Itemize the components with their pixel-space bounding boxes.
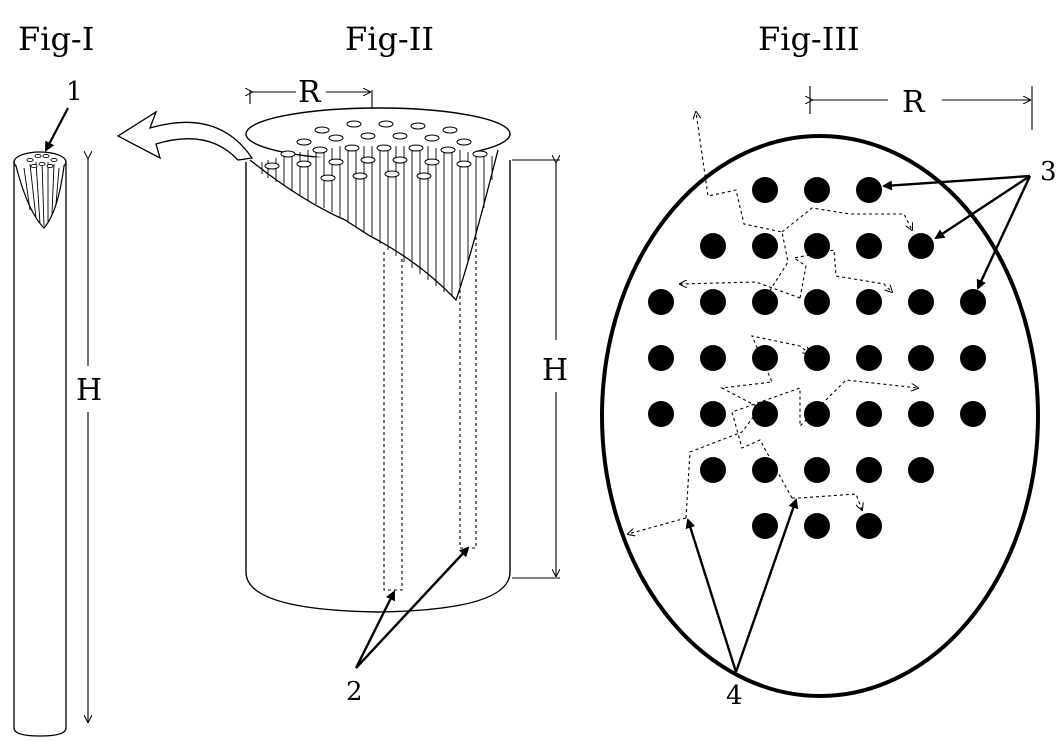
fig2-title: Fig-II — [345, 20, 434, 58]
fig1-height-label: H — [76, 373, 102, 408]
fig3-diffusion-paths — [628, 112, 918, 534]
fig2-fiber-ends — [264, 120, 488, 182]
fig3-fiber-dots — [648, 177, 986, 539]
fig1-callout-arrow — [45, 107, 69, 152]
fig3-cross-section-circle — [600, 134, 1040, 698]
fig3-callout-paths-arrow-a — [685, 518, 738, 673]
fig1-rod-body — [13, 162, 67, 737]
fig1-title: Fig-I — [18, 20, 94, 58]
fig2-callout-label: 2 — [346, 677, 363, 707]
fig2-callout-arrow-a — [354, 590, 396, 669]
fig3-callout-fibers-arrow-a — [882, 174, 1031, 191]
fig1-group: Fig-I 1 H — [13, 20, 102, 737]
fig3-title: Fig-III — [758, 20, 860, 58]
fig3-callout-fibers-arrow-b — [934, 174, 1031, 240]
fig3-callout-paths-arrow-b — [734, 498, 799, 673]
fig2-curved-arrow-icon — [116, 110, 254, 161]
fig3-group: Fig-III R 3 — [600, 20, 1057, 711]
fig3-callout-fibers-arrow-c — [976, 175, 1032, 290]
fig1-callout-label: 1 — [66, 77, 83, 107]
fig2-callout-arrow-b — [355, 546, 470, 669]
fig3-callout-paths-label: 4 — [726, 681, 743, 711]
fig3-callout-fibers-label: 3 — [1040, 157, 1057, 187]
fig2-h-label: H — [542, 353, 568, 388]
fig3-r-label: R — [902, 85, 926, 120]
fig2-group: Fig-II R — [116, 20, 568, 707]
fig2-r-label: R — [298, 75, 322, 110]
fig2-fibers — [261, 146, 493, 296]
fig1-fibers — [23, 153, 60, 227]
